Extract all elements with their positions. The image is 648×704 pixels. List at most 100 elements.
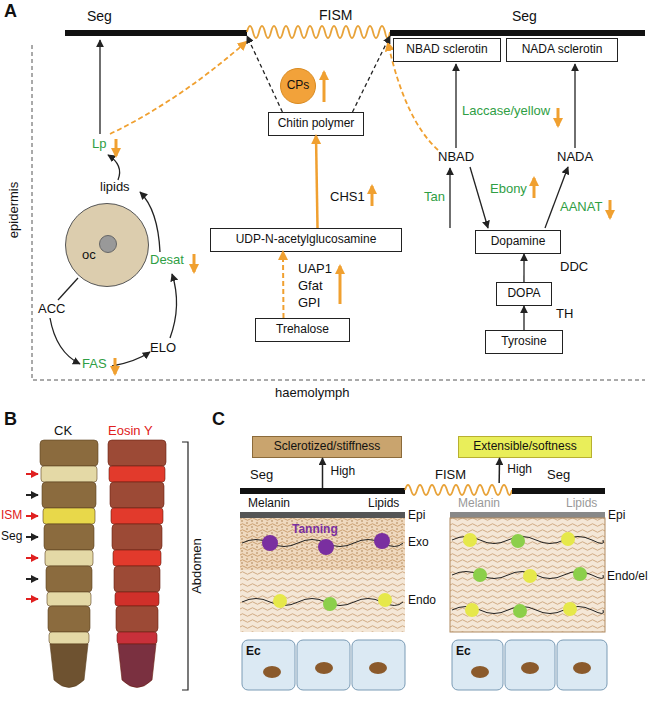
- abdomen-photo-ck: [49, 632, 89, 644]
- node-label: DOPA: [507, 287, 540, 300]
- pathway-arrow: [108, 155, 120, 180]
- seg-pointer: [26, 578, 38, 580]
- ism-pointer: [26, 557, 38, 559]
- connector-arrow: [352, 36, 390, 112]
- text-label: TH: [556, 307, 573, 321]
- node-label: Seg: [512, 9, 537, 24]
- process-box: Tyrosine: [485, 330, 563, 354]
- segment-bar: Seg: [65, 30, 247, 36]
- abdomen-photo-ck: [50, 644, 88, 688]
- cuticle-sclerotized: [242, 640, 295, 690]
- cuticle-extensible: [465, 603, 479, 617]
- node-label: oc: [82, 248, 96, 262]
- text-label: NBAD: [438, 150, 474, 164]
- cuticle-extensible: [473, 568, 487, 582]
- abdomen-photo-eosin: [108, 440, 166, 688]
- compartment-boundary: [32, 45, 645, 380]
- text-label: Tanning: [292, 523, 338, 536]
- protein-circle: CPs: [280, 68, 316, 104]
- cuticle-extensible: [450, 512, 607, 690]
- text-label: ACC: [38, 302, 65, 316]
- node-label: Dopamine: [491, 235, 546, 248]
- cuticle-sclerotized: [323, 597, 337, 611]
- ism-pointer: [26, 598, 38, 600]
- pathway-arrow: [455, 64, 456, 148]
- ism-pointer: [26, 474, 38, 599]
- wave-outline: [405, 483, 512, 497]
- connector-arrow: [282, 252, 285, 318]
- text-label: Melanin: [458, 497, 500, 510]
- trend-arrow: [533, 178, 536, 198]
- cuticle-sclerotized: [240, 512, 405, 518]
- pathway-arrow: [112, 352, 150, 366]
- cuticle-sclerotized: [240, 570, 405, 632]
- process-box: Chitin polymer: [268, 112, 364, 136]
- text-label: Epi: [608, 509, 625, 522]
- abdomen-bracket: [182, 442, 188, 690]
- abdomen-photo-ck: [44, 524, 94, 550]
- wave-outline: [247, 24, 390, 40]
- node-label: Seg: [87, 9, 112, 24]
- regulation-flow: [110, 42, 246, 134]
- node-label: Chitin polymer: [278, 117, 355, 130]
- node-label: FISM: [319, 8, 352, 23]
- text-label: Desat: [150, 253, 184, 267]
- node-label: FISM: [435, 468, 466, 482]
- abdomen-photo-eosin: [117, 632, 157, 644]
- nucleus-dot: [99, 235, 117, 253]
- text-label: GPI: [298, 296, 320, 310]
- node-label: Trehalose: [276, 323, 329, 336]
- cuticle-extensible: [450, 518, 605, 632]
- text-label: Abdomen: [190, 538, 204, 594]
- cuticle-sclerotized: [297, 640, 350, 690]
- segment-bar: Seg: [512, 488, 605, 494]
- abdomen-photo-ck: [47, 592, 91, 606]
- abdomen-photo-ck: [42, 482, 96, 508]
- ism-pointer: [26, 473, 38, 475]
- text-label: lipids: [100, 180, 130, 194]
- abdomen-photo-eosin: [108, 440, 166, 466]
- text-label: B: [4, 410, 17, 430]
- ism-pointer: [26, 515, 38, 517]
- wave-outline: [405, 485, 512, 495]
- compartment-boundary: [32, 45, 645, 380]
- text-label: Ec: [246, 645, 261, 658]
- cuticle-sclerotized: [262, 535, 278, 551]
- text-label: CK: [54, 424, 72, 438]
- node-label: UDP-N-acetylglucosamine: [236, 233, 377, 246]
- cuticle-extensible: [471, 666, 489, 678]
- node-label: NBAD sclerotin: [406, 43, 487, 56]
- text-label: UAP1: [298, 262, 332, 276]
- product-box: NBAD sclerotin: [393, 38, 501, 62]
- fism-band: FISM: [405, 483, 512, 497]
- seg-pointer: [26, 494, 38, 496]
- cuticle-sclerotized: [369, 662, 387, 674]
- abdomen-photo-eosin: [110, 482, 164, 508]
- cuticle-sclerotized: [378, 593, 392, 607]
- connector-arrow: [498, 458, 500, 483]
- property-box: Extensible/softness: [458, 436, 592, 458]
- node-label: Sclerotized/stiffness: [274, 440, 381, 453]
- text-label: NADA: [557, 150, 593, 164]
- process-box: UDP-N-acetylglucosamine: [210, 228, 402, 252]
- cuticle-extensible: [452, 640, 503, 690]
- cuticle-extensible: [463, 533, 477, 547]
- seg-pointer: [26, 495, 38, 579]
- abdomen-photo-ck: [40, 440, 98, 688]
- text-label: Epi: [408, 509, 425, 522]
- abdomen-photo-ck: [40, 440, 98, 466]
- cuticle-extensible: [450, 512, 605, 518]
- node-label: Extensible/softness: [473, 440, 576, 453]
- cuticle-extensible: [573, 567, 587, 581]
- trend-arrow: [557, 108, 560, 126]
- text-label: Laccase/yellow: [462, 104, 550, 118]
- edge-label: High: [331, 465, 356, 478]
- pathway-arrow: [50, 40, 575, 366]
- cuticle-extensible: [561, 532, 575, 546]
- text-label: FAS: [82, 357, 107, 371]
- cuticle-sclerotized: [374, 533, 390, 549]
- abdomen-photo-eosin: [114, 566, 160, 592]
- acc-link: [58, 278, 78, 300]
- text-label: Seg: [1, 530, 22, 543]
